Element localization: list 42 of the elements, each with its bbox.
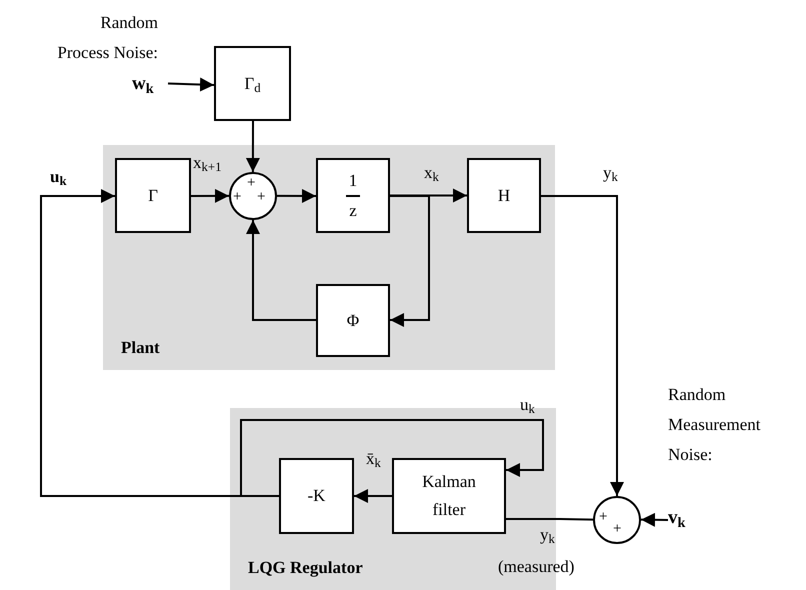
signal-arrow xyxy=(354,489,392,503)
signal-arrow xyxy=(390,195,430,327)
signal-label: (measured) xyxy=(498,556,574,578)
region-label: Plant xyxy=(121,336,160,358)
noise-label: Random Measurement Noise: xyxy=(668,384,762,466)
numerator: 1 xyxy=(348,170,358,190)
signal-label: u$_{k}$ xyxy=(50,166,67,190)
plus-sign: + xyxy=(233,190,242,205)
signal-label: w$_{k}$ xyxy=(132,72,168,98)
signal-arrow xyxy=(191,188,229,203)
signal-label: x$_{k+1}$ xyxy=(193,152,222,176)
filter-block: Kalman filter xyxy=(392,458,506,534)
signal-label: x̄$_{k}$ xyxy=(366,448,381,472)
state-transition-block: Φ xyxy=(316,284,390,357)
summing-junction xyxy=(229,172,277,220)
plus-sign: + xyxy=(247,176,256,191)
delay-block xyxy=(316,158,390,233)
noise-label: Random Process Noise: xyxy=(56,12,158,64)
signal-arrow xyxy=(246,220,316,321)
plus-sign: + xyxy=(613,522,622,537)
gain-block: Γ xyxy=(115,158,191,233)
plant-region xyxy=(103,145,555,370)
signal-label: x$_{k}$ xyxy=(424,162,439,186)
output-block: H xyxy=(467,158,541,233)
gain-block: -K xyxy=(279,458,354,534)
signal-arrow xyxy=(390,188,467,202)
signal-arrow xyxy=(246,121,260,172)
signal-arrow xyxy=(168,78,214,92)
denominator: z xyxy=(349,200,357,220)
signal-label: u$_{k}$ xyxy=(520,394,535,418)
signal-label: y$_{k}$ xyxy=(603,162,618,186)
noise-gain-block: Γ$_{d}$ xyxy=(214,46,291,121)
signal-arrow xyxy=(277,188,316,203)
plus-sign: + xyxy=(257,190,266,205)
summing-junction xyxy=(593,496,641,544)
plus-sign: + xyxy=(599,510,608,525)
signal-arrow xyxy=(541,195,624,496)
signal-arrow xyxy=(640,512,668,527)
signal-label: y$_{k}$ xyxy=(540,524,555,548)
signal-label: v$_{k}$ xyxy=(668,506,696,532)
signal-arrow xyxy=(240,419,544,497)
region-label: LQG Regulator xyxy=(248,556,363,579)
